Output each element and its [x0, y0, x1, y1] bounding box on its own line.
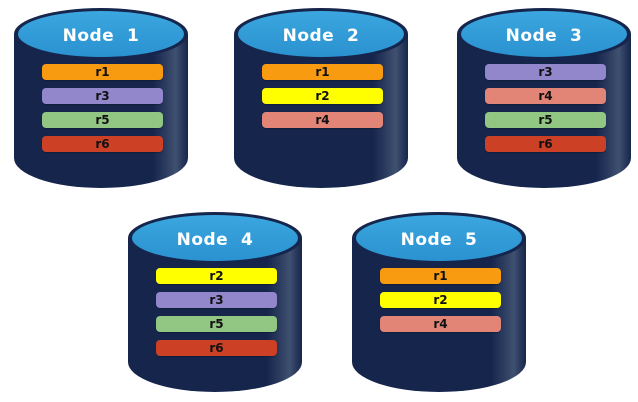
cylinder-top-face: [356, 215, 522, 261]
replica-label: r1: [315, 65, 330, 79]
cylinder-top-face: [238, 11, 404, 57]
replica-list: r1 r2 r4: [380, 268, 501, 340]
replica-bar[interactable]: r1: [380, 268, 501, 284]
replica-label: r4: [538, 89, 553, 103]
replica-label: r6: [95, 137, 110, 151]
replica-bar[interactable]: r4: [380, 316, 501, 332]
replica-bar[interactable]: r2: [156, 268, 277, 284]
replica-bar[interactable]: r2: [262, 88, 383, 104]
replica-label: r2: [315, 89, 330, 103]
cylinder-top-face: [132, 215, 298, 261]
replica-label: r5: [209, 317, 224, 331]
cylinder-top-face: [461, 11, 627, 57]
replica-label: r6: [209, 341, 224, 355]
cylinder-top-face: [18, 11, 184, 57]
replica-bar[interactable]: r3: [156, 292, 277, 308]
replica-label: r5: [95, 113, 110, 127]
replica-label: r3: [538, 65, 553, 79]
replica-label: r1: [433, 269, 448, 283]
replica-bar[interactable]: r5: [42, 112, 163, 128]
replica-bar[interactable]: r1: [262, 64, 383, 80]
replica-label: r3: [209, 293, 224, 307]
replica-label: r2: [209, 269, 224, 283]
replica-label: r4: [315, 113, 330, 127]
replica-bar[interactable]: r6: [156, 340, 277, 356]
replica-bar[interactable]: r3: [42, 88, 163, 104]
replica-list: r2 r3 r5 r6: [156, 268, 277, 364]
replica-list: r1 r2 r4: [262, 64, 383, 136]
replica-bar[interactable]: r3: [485, 64, 606, 80]
replica-list: r1 r3 r5 r6: [42, 64, 163, 160]
replica-list: r3 r4 r5 r6: [485, 64, 606, 160]
replica-label: r1: [95, 65, 110, 79]
replica-bar[interactable]: r5: [156, 316, 277, 332]
replica-bar[interactable]: r2: [380, 292, 501, 308]
replica-bar[interactable]: r5: [485, 112, 606, 128]
replica-label: r3: [95, 89, 110, 103]
replica-label: r2: [433, 293, 448, 307]
replica-label: r4: [433, 317, 448, 331]
replica-bar[interactable]: r4: [262, 112, 383, 128]
replica-bar[interactable]: r6: [42, 136, 163, 152]
replica-bar[interactable]: r6: [485, 136, 606, 152]
replica-label: r6: [538, 137, 553, 151]
replica-label: r5: [538, 113, 553, 127]
replica-bar[interactable]: r1: [42, 64, 163, 80]
replica-bar[interactable]: r4: [485, 88, 606, 104]
